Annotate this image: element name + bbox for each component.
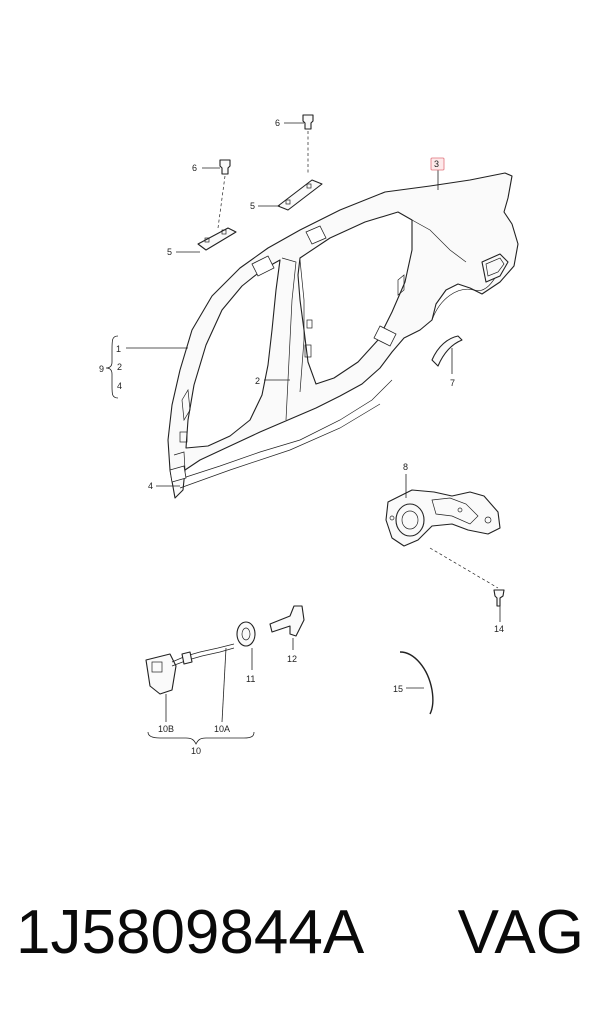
callout-2-group: 2 [117,362,122,372]
callout-6-upper: 6 [275,118,280,128]
leader-lines [105,122,501,745]
cable-bracket [269,605,305,637]
side-panel-assembly [167,172,519,499]
callout-3: 3 [434,159,439,169]
callout-5-upper: 5 [250,201,255,211]
callout-3-highlight [430,157,445,171]
callout-7: 7 [450,378,455,388]
fuel-filler-housing [385,489,501,547]
callout-14: 14 [494,624,504,634]
callout-6-lower: 6 [192,163,197,173]
callout-15: 15 [393,684,403,694]
callout-4: 4 [148,481,153,491]
grommet [236,621,256,647]
bolts [217,114,314,229]
callout-1: 1 [116,344,121,354]
callout-2: 2 [255,376,260,386]
callout-10a: 10A [214,724,230,734]
reinforcement-brackets [197,179,323,251]
callout-10: 10 [191,746,201,756]
part-number: 1J5809844A [16,898,365,967]
callout-12: 12 [287,654,297,664]
release-cable-assembly [145,643,235,695]
callouts: 1 9 2 4 2 4 3 5 5 6 6 7 8 14 11 12 15 10… [99,118,504,756]
callout-8: 8 [403,462,408,472]
brand-label: VAG [457,898,584,967]
callout-9: 9 [99,364,104,374]
callout-5-lower: 5 [167,247,172,257]
screw [493,589,505,607]
callout-4-group: 4 [117,381,122,391]
seal-strip [399,651,434,715]
parts-diagram: 1 9 2 4 2 4 3 5 5 6 6 7 8 14 11 12 15 10… [99,114,519,756]
callout-11: 11 [246,674,255,684]
trim-strip [431,335,463,367]
callout-10b: 10B [158,724,174,734]
